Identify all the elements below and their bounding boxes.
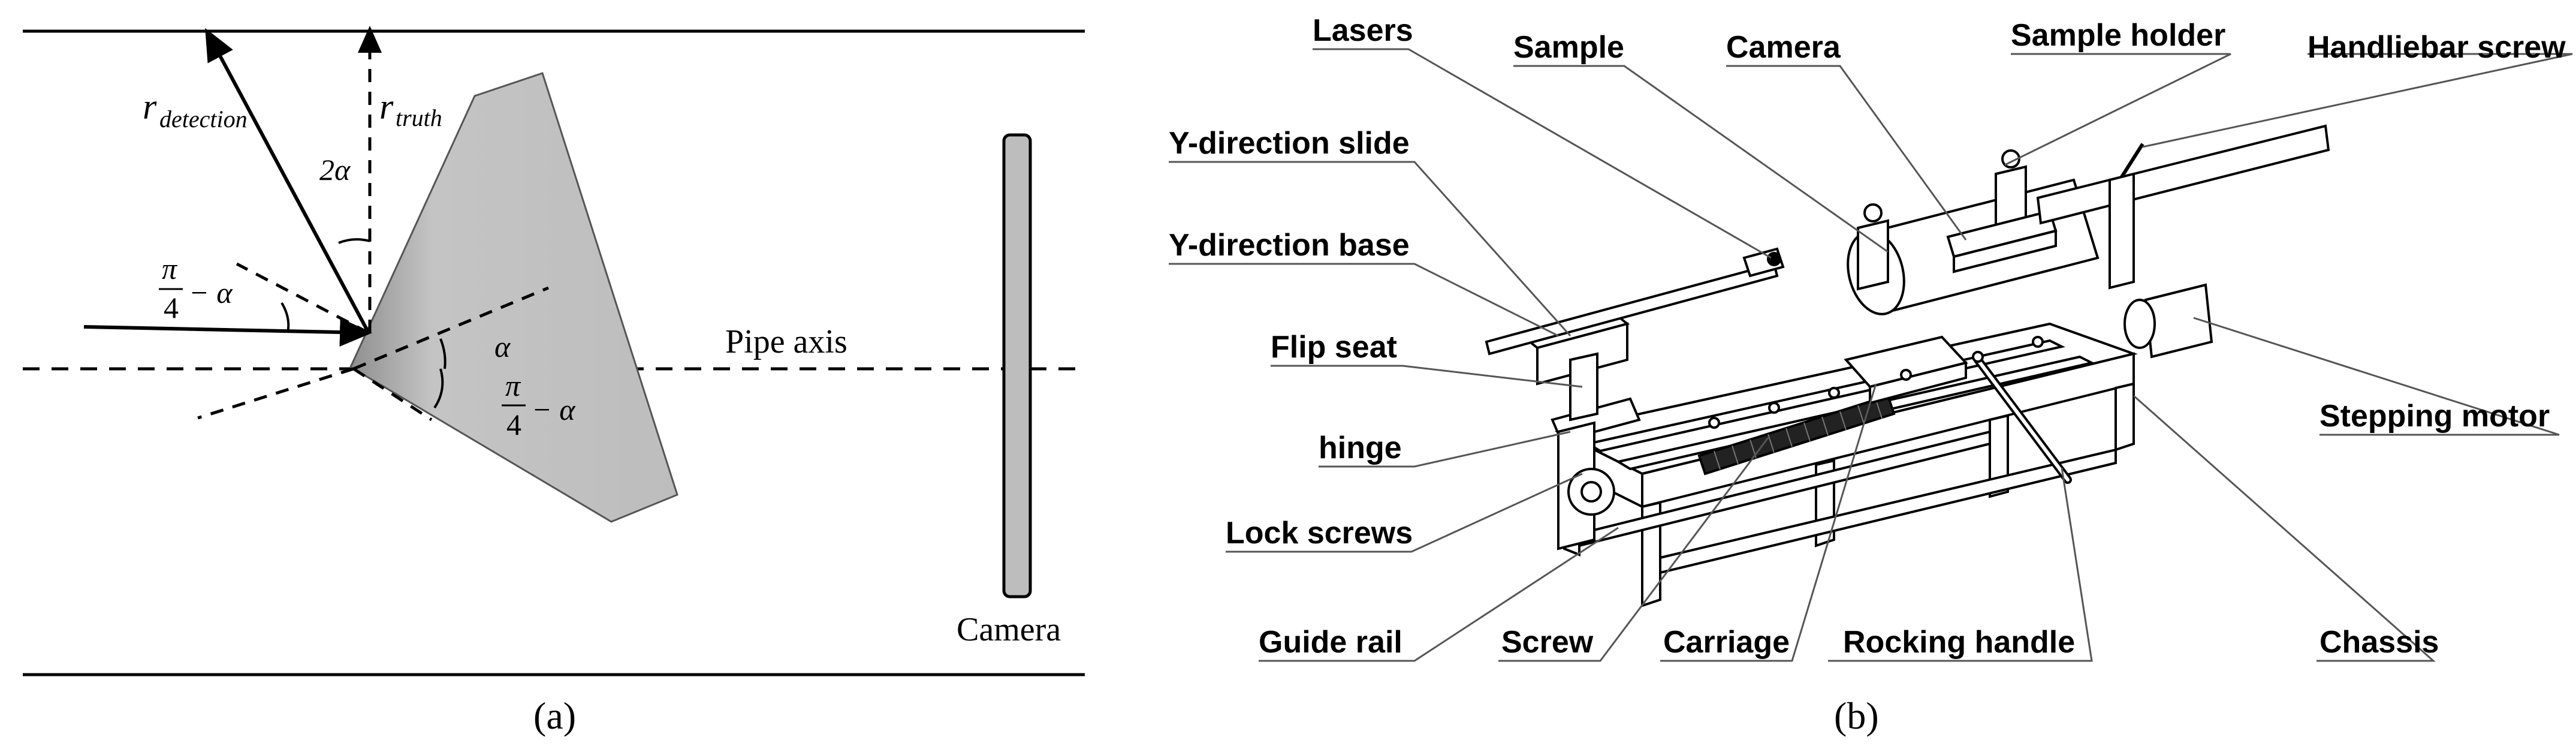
leader-camera bbox=[1726, 65, 1967, 240]
leader-sample-holder bbox=[2004, 53, 2231, 166]
angle-arc-2alpha bbox=[338, 238, 370, 244]
boom-bar bbox=[2036, 124, 2330, 225]
sample-holder-left bbox=[1857, 219, 1889, 291]
leader-y-slide bbox=[1169, 161, 1571, 337]
leader-hinge bbox=[1319, 431, 1571, 468]
label-guide-rail: Guide rail bbox=[1259, 625, 1402, 660]
panel-b-caption: (b) bbox=[1834, 694, 1879, 737]
label-carriage: Carriage bbox=[1663, 625, 1790, 660]
leader-sample bbox=[1513, 65, 1889, 253]
svg-text:4: 4 bbox=[164, 291, 179, 324]
panel-a-caption: (a) bbox=[533, 694, 576, 737]
laser-emitter bbox=[1767, 252, 1781, 266]
label-chassis: Chassis bbox=[2319, 625, 2439, 660]
label-handlebar-screw: Handliebar screw bbox=[2307, 30, 2566, 65]
two-alpha-label: 2α bbox=[319, 153, 351, 187]
y-direction-post bbox=[1569, 352, 1598, 422]
label-flip-seat: Flip seat bbox=[1271, 330, 1397, 365]
construction-line-upper bbox=[353, 286, 549, 371]
svg-text:− α: − α bbox=[532, 393, 576, 426]
leader-chassis bbox=[2133, 395, 2436, 662]
leader-carriage bbox=[1660, 383, 1877, 662]
alpha-label: α bbox=[494, 330, 511, 363]
angle-arc-alpha bbox=[439, 338, 447, 369]
leader-stepping-motor bbox=[2193, 317, 2560, 436]
laser-arm bbox=[1485, 262, 1779, 356]
leader-y-base bbox=[1169, 263, 1559, 337]
label-stepping-motor: Stepping motor bbox=[2319, 399, 2550, 434]
svg-text:π: π bbox=[162, 252, 178, 285]
panel-a: Pipe axis r detection r truth 2α bbox=[23, 26, 1085, 737]
lead-screw-threads bbox=[1714, 399, 1883, 470]
label-y-direction-base: Y-direction base bbox=[1169, 228, 1410, 263]
carriage-side bbox=[1869, 361, 1967, 405]
leader-guide-rail bbox=[1259, 527, 1619, 662]
svg-text:4: 4 bbox=[506, 408, 521, 441]
bolts bbox=[1708, 336, 2044, 429]
leader-lines bbox=[1169, 48, 2573, 662]
chassis-lower-rail bbox=[1659, 448, 2117, 574]
prism bbox=[349, 72, 678, 523]
r-detection-ray bbox=[205, 28, 370, 334]
construction-line-cone bbox=[352, 367, 433, 422]
label-lasers: Lasers bbox=[1313, 13, 1413, 48]
label-screw: Screw bbox=[1501, 625, 1594, 660]
label-sample-holder: Sample holder bbox=[2011, 18, 2225, 53]
angle-arc-pi4-upper bbox=[280, 302, 290, 333]
incident-ray bbox=[83, 317, 372, 347]
pi-over-4-minus-alpha-lower: π 4 − α bbox=[502, 369, 576, 441]
leader-screw bbox=[1498, 437, 1769, 662]
label-sample: Sample bbox=[1513, 30, 1624, 65]
leader-lock-screws bbox=[1226, 473, 1583, 553]
machine-drawing bbox=[1485, 124, 2330, 607]
svg-text:r: r bbox=[379, 87, 394, 127]
camera-bar bbox=[1002, 133, 1032, 598]
leader-rocking-handle bbox=[1828, 467, 2093, 662]
angle-arc-pi4-lower bbox=[433, 368, 444, 409]
label-rocking-handle: Rocking handle bbox=[1843, 625, 2075, 660]
y-direction-slide bbox=[1536, 322, 1628, 386]
svg-text:truth: truth bbox=[396, 104, 442, 131]
panel-b: Lasers Sample Camera Sample holder Handl… bbox=[1169, 13, 2573, 737]
pi-over-4-minus-alpha-upper: π 4 − α bbox=[159, 252, 233, 324]
label-hinge: hinge bbox=[1319, 431, 1402, 465]
leader-lasers bbox=[1313, 48, 1772, 259]
pipe-axis-label: Pipe axis bbox=[725, 323, 847, 360]
leader-flip-seat bbox=[1271, 365, 1583, 388]
label-lock-screws: Lock screws bbox=[1226, 516, 1413, 551]
lead-screw bbox=[1697, 394, 1896, 476]
svg-text:detection: detection bbox=[159, 106, 248, 133]
normal-line-left bbox=[236, 262, 370, 335]
r-detection-label: r detection bbox=[143, 87, 248, 133]
svg-text:r: r bbox=[143, 87, 157, 127]
stepping-motor-shaft bbox=[2123, 299, 2156, 349]
leader-handlebar-screw bbox=[2142, 53, 2573, 148]
label-y-direction-slide: Y-direction slide bbox=[1169, 126, 1410, 161]
label-camera: Camera bbox=[1726, 30, 1841, 65]
chassis-leg-4 bbox=[2115, 382, 2135, 452]
camera-label: Camera bbox=[957, 611, 1061, 648]
svg-text:π: π bbox=[505, 369, 521, 402]
handlebar-screw bbox=[2120, 143, 2144, 178]
construction-line-lower bbox=[197, 367, 354, 420]
handlebar-post bbox=[2109, 172, 2135, 290]
svg-text:− α: − α bbox=[189, 276, 233, 309]
r-truth-label: r truth bbox=[379, 87, 442, 131]
